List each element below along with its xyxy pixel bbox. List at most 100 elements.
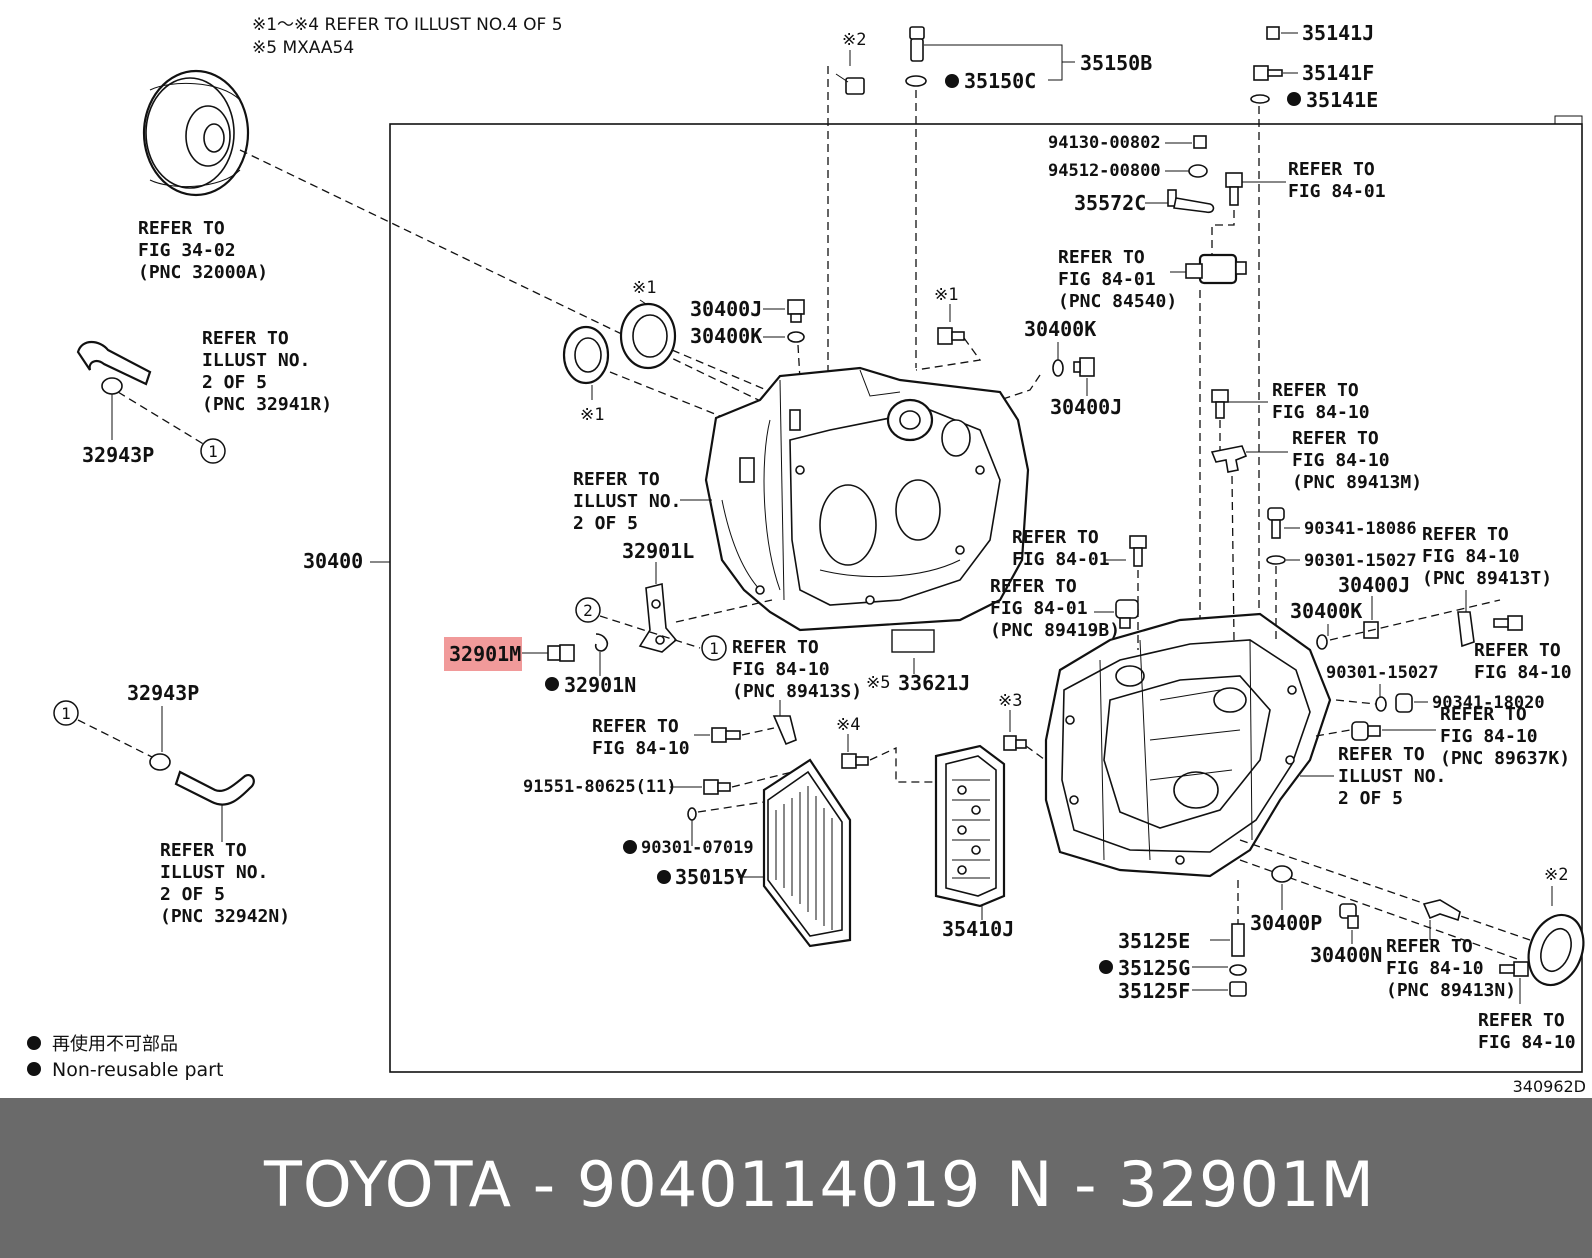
svg-text:FIG 84-10: FIG 84-10 — [1478, 1032, 1576, 1053]
bolt-84-10-upper — [1211, 389, 1229, 419]
svg-text:REFER TO: REFER TO — [1058, 247, 1145, 268]
svg-text:REFER TO: REFER TO — [202, 328, 289, 349]
svg-text:REFER TO: REFER TO — [1422, 524, 1509, 545]
legend: 再使用不可部品 Non-reusable part — [27, 1034, 223, 1081]
label-35125G: 35125G — [1118, 956, 1190, 980]
sensor-89413S — [772, 715, 797, 746]
plug-30400J-right — [1073, 357, 1095, 377]
nut-35125F — [1229, 981, 1247, 997]
svg-text:REFER TO: REFER TO — [1292, 428, 1379, 449]
label-32943P-lower: 32943P — [127, 681, 199, 705]
bolt-84-10-left — [711, 727, 741, 743]
oil-seal-large — [619, 302, 677, 370]
svg-text:FIG 84-01: FIG 84-01 — [1288, 181, 1386, 202]
label-30400J-right: 30400J — [1050, 395, 1122, 419]
svg-text:※1: ※1 — [934, 285, 958, 305]
svg-text:FIG 84-10: FIG 84-10 — [1474, 662, 1572, 683]
svg-text:FIG 84-10: FIG 84-10 — [592, 738, 690, 759]
label-35015Y: 35015Y — [675, 865, 747, 889]
ref-89413T: REFER TO FIG 84-10 (PNC 89413T) — [1422, 524, 1552, 589]
svg-text:REFER TO: REFER TO — [1440, 704, 1527, 725]
svg-text:(PNC 32941R): (PNC 32941R) — [202, 394, 332, 415]
oil-seal-small — [562, 325, 610, 385]
svg-text:REFER TO: REFER TO — [1386, 936, 1473, 957]
ref-84-01-mid: REFER TO FIG 84-01 — [1012, 527, 1110, 570]
legend-jp: 再使用不可部品 — [52, 1034, 178, 1055]
label-35150C: 35150C — [964, 69, 1036, 93]
ref-84-01-top: REFER TO FIG 84-01 — [1288, 159, 1386, 202]
note-line-1: ※1～※4 REFER TO ILLUST NO.4 OF 5 — [252, 15, 563, 35]
sensor-35141J — [1266, 26, 1280, 40]
ref-hose-upper: REFER TO ILLUST NO. 2 OF 5 (PNC 32941R) — [202, 328, 332, 415]
svg-text:FIG 34-02: FIG 34-02 — [138, 240, 236, 261]
label-30400: 30400 — [303, 549, 363, 573]
bolt-1-mid — [937, 327, 965, 345]
svg-text:(PNC 89637K): (PNC 89637K) — [1440, 748, 1570, 769]
bracket-32901L — [638, 582, 678, 653]
sensor-89419B — [1115, 599, 1139, 629]
svg-text:REFER TO: REFER TO — [1272, 380, 1359, 401]
ref-84-10-right: REFER TO FIG 84-10 — [1474, 640, 1572, 683]
label-35572C: 35572C — [1074, 191, 1146, 215]
label-plate-33621J — [891, 629, 935, 653]
svg-text:2: 2 — [583, 601, 593, 620]
label-32901N: 32901N — [564, 673, 636, 697]
svg-text:(PNC 32000A): (PNC 32000A) — [138, 262, 268, 283]
label-32943P-upper: 32943P — [82, 443, 154, 467]
svg-text:※4: ※4 — [836, 715, 860, 735]
transmission-housing-drawing — [1044, 612, 1332, 878]
bolt-35125E — [1231, 923, 1245, 957]
bolt-3 — [1003, 735, 1027, 751]
svg-text:REFER TO: REFER TO — [1338, 744, 1425, 765]
svg-text:REFER TO: REFER TO — [732, 637, 819, 658]
svg-text:1: 1 — [208, 442, 218, 461]
svg-text:REFER TO: REFER TO — [1478, 1010, 1565, 1031]
svg-text:FIG 84-10: FIG 84-10 — [732, 659, 830, 680]
svg-text:REFER TO: REFER TO — [138, 218, 225, 239]
ref-89413N: REFER TO FIG 84-10 (PNC 89413N) — [1386, 936, 1516, 1001]
svg-text:1: 1 — [61, 704, 71, 723]
illustration-id: 340962D — [1513, 1077, 1586, 1096]
ref-torque-converter: REFER TO FIG 34-02 (PNC 32000A) — [138, 218, 268, 283]
svg-text:FIG 84-01: FIG 84-01 — [990, 598, 1088, 619]
hose-lower-drawing — [149, 753, 255, 806]
ref-84-10-left: REFER TO FIG 84-10 — [592, 716, 690, 759]
svg-text:2 OF 5: 2 OF 5 — [160, 884, 225, 905]
label-35141E: 35141E — [1306, 88, 1378, 112]
label-90341-18020: 90341-18020 — [1432, 693, 1545, 713]
legend-en: Non-reusable part — [52, 1059, 223, 1081]
svg-text:※2: ※2 — [1544, 865, 1568, 885]
label-30400K-right: 30400K — [1024, 317, 1096, 341]
label-90301-15027-lower: 90301-15027 — [1326, 663, 1439, 683]
label-91551-80625: 91551-80625(11) — [523, 777, 677, 797]
label-30400P: 30400P — [1250, 911, 1322, 935]
label-30400N: 30400N — [1310, 943, 1382, 967]
ref-84540: REFER TO FIG 84-01 (PNC 84540) — [1058, 247, 1177, 312]
label-94130-00802: 94130-00802 — [1048, 133, 1161, 153]
svg-text:(PNC 89413T): (PNC 89413T) — [1422, 568, 1552, 589]
sensor-89413T — [1457, 611, 1475, 648]
svg-text:※1: ※1 — [580, 405, 604, 425]
ref-hose-lower: REFER TO ILLUST NO. 2 OF 5 (PNC 32942N) — [160, 840, 290, 927]
svg-text:2 OF 5: 2 OF 5 — [1338, 788, 1403, 809]
svg-text:FIG 84-10: FIG 84-10 — [1440, 726, 1538, 747]
svg-text:FIG 84-10: FIG 84-10 — [1422, 546, 1520, 567]
svg-text:ILLUST NO.: ILLUST NO. — [1338, 766, 1446, 787]
svg-text:REFER TO: REFER TO — [573, 469, 660, 490]
svg-text:REFER TO: REFER TO — [592, 716, 679, 737]
sensor-89413N — [1422, 899, 1461, 922]
plug-32901M — [547, 644, 575, 662]
hose-upper-drawing — [76, 340, 152, 395]
clip-32901N — [594, 633, 609, 652]
bolt-84-01-top — [1225, 172, 1243, 206]
label-33621J: 33621J — [898, 671, 970, 695]
ref-89413S: REFER TO FIG 84-10 (PNC 89413S) — [732, 637, 862, 702]
label-32901L: 32901L — [622, 539, 694, 563]
label-35125E: 35125E — [1118, 929, 1190, 953]
svg-text:1: 1 — [709, 639, 719, 658]
svg-text:(PNC 89413S): (PNC 89413S) — [732, 681, 862, 702]
sensor-89413M — [1210, 445, 1248, 473]
label-30400J-lower-right: 30400J — [1338, 573, 1410, 597]
label-90301-15027-upper: 90301-15027 — [1304, 551, 1417, 571]
svg-text:(PNC 89413M): (PNC 89413M) — [1292, 472, 1422, 493]
